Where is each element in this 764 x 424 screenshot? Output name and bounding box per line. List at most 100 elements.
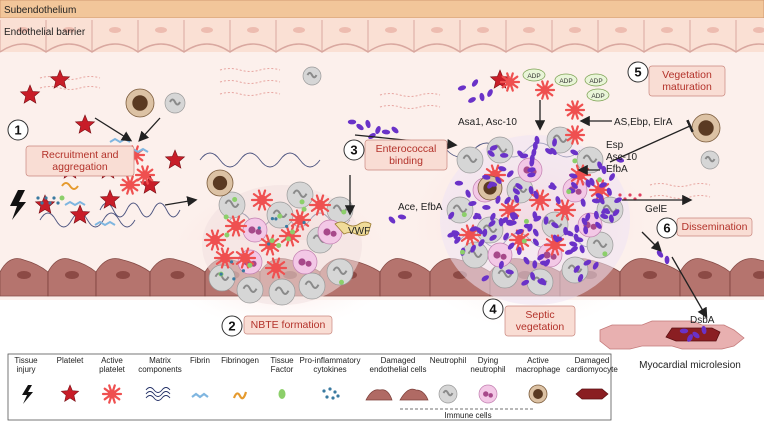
enterococcus bbox=[597, 161, 603, 170]
step-label-line: NBTE formation bbox=[251, 319, 326, 331]
enterococcus bbox=[600, 213, 609, 220]
adp-bubble: ADP bbox=[586, 88, 610, 102]
enterococcus bbox=[482, 228, 488, 237]
neutrophil bbox=[286, 181, 314, 209]
enterococcus bbox=[465, 189, 471, 198]
enterococcus bbox=[523, 223, 533, 229]
enterococcus bbox=[692, 331, 700, 339]
enterococcus bbox=[523, 256, 530, 265]
platelet bbox=[49, 69, 71, 89]
enterococcus bbox=[451, 230, 460, 236]
step-label-line: Vegetation bbox=[662, 69, 712, 81]
enterococcus bbox=[505, 269, 514, 275]
enterococcus bbox=[488, 220, 496, 227]
myocardial-microlesion-label: Myocardial microlesion bbox=[639, 360, 741, 371]
enterococcus bbox=[609, 173, 615, 181]
enterococcus bbox=[583, 225, 589, 235]
enterococcus bbox=[701, 325, 707, 335]
neutrophil bbox=[268, 278, 296, 306]
active-platelet bbox=[288, 209, 312, 231]
enterococcus bbox=[579, 245, 585, 254]
adp-bubble: ADP bbox=[554, 73, 578, 87]
active-platelet bbox=[119, 175, 141, 195]
active-platelet bbox=[134, 165, 156, 185]
enterococcus bbox=[569, 241, 578, 247]
enterococcus bbox=[498, 166, 507, 172]
enterococcus bbox=[448, 211, 455, 220]
enterococcus bbox=[487, 150, 495, 157]
tissue-factor-icon bbox=[278, 389, 286, 399]
enterococcus bbox=[580, 198, 586, 207]
fibrin-icon bbox=[191, 392, 209, 399]
enterococcus bbox=[543, 216, 549, 225]
enterococcus bbox=[551, 222, 559, 229]
arrows bbox=[94, 100, 708, 319]
enterococcus bbox=[555, 196, 561, 205]
enterococcus bbox=[585, 212, 591, 222]
active-platelet bbox=[308, 194, 332, 216]
enterococcus bbox=[540, 278, 547, 286]
myocardial-microlesion: DsbA Myocardial microlesion bbox=[599, 315, 745, 371]
legend-label: platelet bbox=[99, 365, 126, 374]
legend-label: Dying bbox=[478, 356, 498, 365]
legend-label: Factor bbox=[271, 365, 294, 374]
adp-bubble: ADP bbox=[584, 73, 608, 87]
enterococcus bbox=[503, 232, 509, 241]
subendothelium-layer bbox=[0, 0, 764, 19]
legend-item-fibrin: Fibrin bbox=[190, 356, 210, 399]
enterococcus bbox=[574, 224, 580, 234]
active-platelet bbox=[233, 247, 257, 269]
enterococcus bbox=[532, 211, 538, 220]
enterococcus bbox=[509, 212, 516, 221]
platelet bbox=[74, 114, 96, 134]
active-platelet bbox=[543, 234, 567, 256]
legend-item-neutrophil: Neutrophil bbox=[430, 356, 466, 404]
enterococcus bbox=[679, 328, 689, 334]
enterococcus bbox=[569, 173, 578, 179]
active-macrophage bbox=[691, 113, 721, 143]
enterococcus bbox=[490, 212, 496, 221]
enterococcus bbox=[397, 214, 407, 220]
enterococcus bbox=[347, 119, 357, 125]
enterococcus bbox=[469, 226, 478, 232]
enterococcus bbox=[365, 119, 371, 129]
enterococcus bbox=[664, 255, 670, 265]
enterococcus bbox=[488, 181, 498, 187]
enterococcus bbox=[388, 216, 396, 224]
lightning-icon bbox=[22, 385, 33, 404]
enterococcus bbox=[591, 198, 601, 204]
svg-text:ADP: ADP bbox=[527, 73, 540, 80]
enterococcus bbox=[656, 250, 664, 258]
enterococcus bbox=[506, 170, 514, 178]
active-platelet bbox=[203, 229, 227, 251]
enterococcus bbox=[513, 194, 520, 203]
legend-label: Fibrin bbox=[190, 356, 210, 365]
tissue-injury-lightning bbox=[10, 190, 26, 220]
neutrophil bbox=[326, 258, 354, 286]
legend-label: components bbox=[138, 365, 182, 374]
enterococcus bbox=[476, 227, 483, 235]
enterococcus bbox=[608, 214, 614, 223]
platelet bbox=[34, 194, 56, 214]
step-label-line: Septic bbox=[525, 309, 554, 321]
enterococcus bbox=[527, 172, 536, 178]
label-efba: EfbA bbox=[606, 164, 628, 175]
neutrophil bbox=[236, 276, 264, 304]
legend-label: endothelial cells bbox=[370, 365, 427, 374]
enterococcus bbox=[521, 279, 530, 286]
enterococcus bbox=[470, 244, 476, 253]
step-number: 4 bbox=[489, 302, 497, 317]
label-as-ebp-elra: AS,Ebp, ElrA bbox=[614, 117, 673, 128]
step-number: 6 bbox=[663, 221, 670, 236]
step-number: 2 bbox=[228, 319, 235, 334]
active-platelet bbox=[264, 257, 288, 279]
enterococcus bbox=[532, 228, 539, 237]
